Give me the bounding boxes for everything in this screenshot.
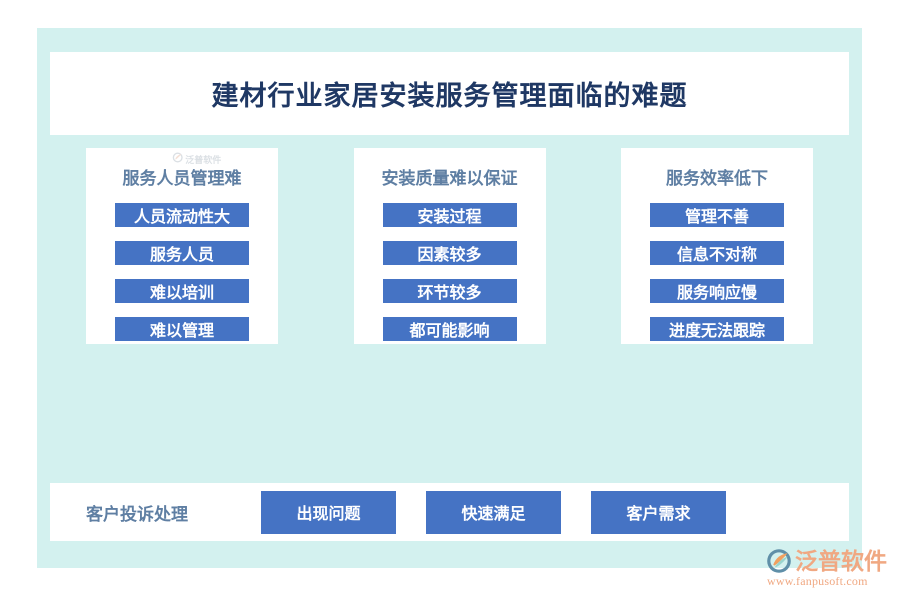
- brand-url: www.fanpusoft.com: [767, 574, 868, 588]
- column-card-2: 安装质量难以保证安装过程因素较多环节较多都可能影响: [353, 148, 546, 344]
- chip-c2-3[interactable]: 环节较多: [382, 279, 517, 303]
- chip-c2-2[interactable]: 因素较多: [382, 241, 517, 265]
- column-heading-2: 安装质量难以保证: [381, 169, 518, 188]
- columns-container: 泛普软件服务人员管理难人员流动性大服务人员难以培训难以管理安装质量难以保证安装过…: [86, 148, 813, 344]
- chip-c1-3[interactable]: 难以培训: [115, 279, 249, 303]
- chip-c1-1[interactable]: 人员流动性大: [115, 203, 249, 227]
- chip-c1-2[interactable]: 服务人员: [115, 241, 249, 265]
- page-title: 建材行业家居安装服务管理面临的难题: [211, 81, 688, 111]
- bottom-chip-2[interactable]: 快速满足: [426, 490, 561, 534]
- chip-c2-4[interactable]: 都可能影响: [382, 317, 517, 341]
- chip-c3-3[interactable]: 服务响应慢: [650, 279, 784, 303]
- infographic-panel: 建材行业家居安装服务管理面临的难题 泛普软件服务人员管理难人员流动性大服务人员难…: [37, 28, 862, 568]
- column-heading-1: 服务人员管理难: [122, 169, 242, 188]
- title-card: 建材行业家居安装服务管理面临的难题: [50, 52, 849, 135]
- brand-name: 泛普软件: [795, 548, 887, 574]
- column-card-1: 泛普软件服务人员管理难人员流动性大服务人员难以培训难以管理: [86, 148, 278, 344]
- bottom-chip-1[interactable]: 出现问题: [261, 490, 396, 534]
- fanpu-swoosh-logo-icon: [766, 548, 792, 574]
- chip-c3-2[interactable]: 信息不对称: [650, 241, 784, 265]
- bottom-row-label: 客户投诉处理: [86, 504, 188, 524]
- bottom-row-chips: 出现问题快速满足客户需求: [261, 490, 726, 534]
- footer-logo: 泛普软件 www.fanpusoft.com: [766, 548, 896, 594]
- chip-c1-4[interactable]: 难以管理: [115, 317, 249, 341]
- chip-c3-1[interactable]: 管理不善: [650, 203, 784, 227]
- column-card-3: 服务效率低下管理不善信息不对称服务响应慢进度无法跟踪: [621, 148, 813, 344]
- bottom-row-card: 客户投诉处理 出现问题快速满足客户需求: [50, 483, 849, 541]
- logo-row: 泛普软件: [766, 548, 887, 574]
- column-heading-3: 服务效率低下: [666, 169, 768, 188]
- chip-c2-1[interactable]: 安装过程: [382, 203, 517, 227]
- chip-c3-4[interactable]: 进度无法跟踪: [650, 317, 784, 341]
- bottom-chip-3[interactable]: 客户需求: [591, 490, 726, 534]
